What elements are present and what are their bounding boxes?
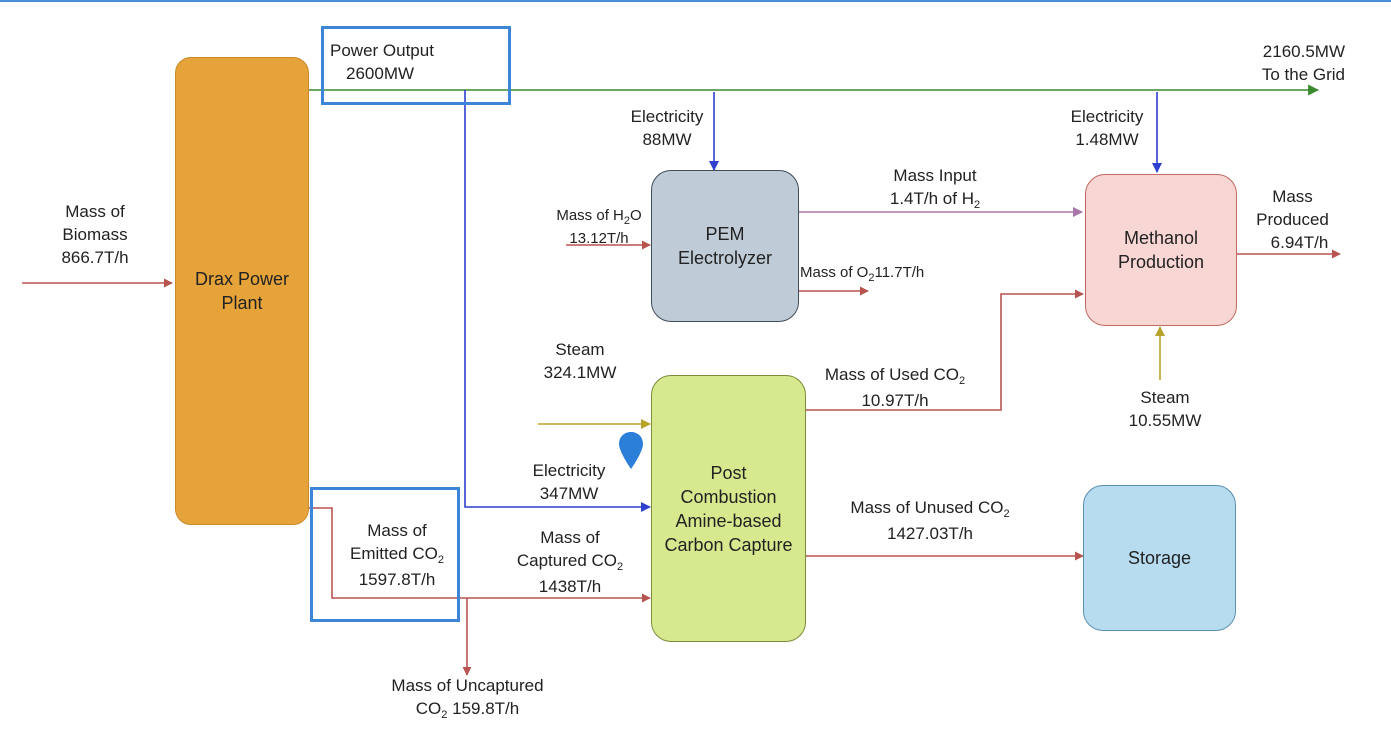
drax-power-plant-node[interactable]: Drax Power Plant bbox=[175, 57, 309, 525]
methanol-production-node[interactable]: Methanol Production bbox=[1085, 174, 1237, 326]
mass-produced-label: Mass Produced 6.94T/h bbox=[1256, 187, 1329, 252]
pem-electrolyzer-node[interactable]: PEM Electrolyzer bbox=[651, 170, 799, 322]
oxygen-output-label: Mass of O211.7T/h bbox=[800, 264, 925, 284]
captured-co2-label: Mass of Captured CO2 1438T/h bbox=[516, 528, 624, 596]
pem-node-label: PEM Electrolyzer bbox=[677, 224, 773, 268]
grid-label: 2160.5MW To the Grid bbox=[1261, 42, 1345, 84]
water-input-label: Mass of H2O 13.12T/h bbox=[556, 207, 642, 247]
used-co2-label: Mass of Used CO2 10.97T/h bbox=[824, 365, 966, 410]
power-output-label: Power Output 2600MW bbox=[330, 41, 434, 83]
ccs-node-label: Post Combustion Amine-based Carbon Captu… bbox=[664, 462, 793, 555]
power-output-highlight bbox=[321, 26, 511, 105]
methanol-node-label: Methanol Production bbox=[1117, 228, 1205, 272]
emitted-co2-highlight bbox=[310, 487, 460, 622]
emitted-co2-label: Mass of Emitted CO2 1597.8T/h bbox=[350, 521, 444, 589]
drax-node-label: Drax Power Plant bbox=[194, 269, 290, 313]
location-pin-icon[interactable] bbox=[618, 431, 644, 471]
electricity-ccs-label: Electricity 347MW bbox=[532, 461, 606, 503]
emitted-co2-arrow bbox=[308, 507, 651, 603]
electricity-pem-label: Electricity 88MW bbox=[630, 107, 704, 149]
top-border-line bbox=[0, 0, 1391, 2]
unused-co2-label: Mass of Unused CO2 1427.03T/h bbox=[850, 498, 1010, 543]
mass-input-label: Mass Input 1.4T/h of H2 bbox=[889, 166, 981, 211]
uncaptured-co2-label: Mass of Uncaptured CO2 159.8T/h bbox=[391, 676, 544, 721]
steam-ccs-label: Steam 324.1MW bbox=[543, 340, 617, 382]
biomass-label: Mass of Biomass 866.7T/h bbox=[61, 202, 129, 267]
storage-node[interactable]: Storage bbox=[1083, 485, 1236, 631]
used-co2-arrow bbox=[806, 289, 1084, 411]
carbon-capture-node[interactable]: Post Combustion Amine-based Carbon Captu… bbox=[651, 375, 806, 642]
electricity-methanol-label: Electricity 1.48MW bbox=[1070, 107, 1144, 149]
steam-methanol-label: Steam 10.55MW bbox=[1128, 388, 1202, 430]
electricity-ccs-arrow bbox=[464, 90, 651, 512]
storage-node-label: Storage bbox=[1127, 548, 1192, 568]
